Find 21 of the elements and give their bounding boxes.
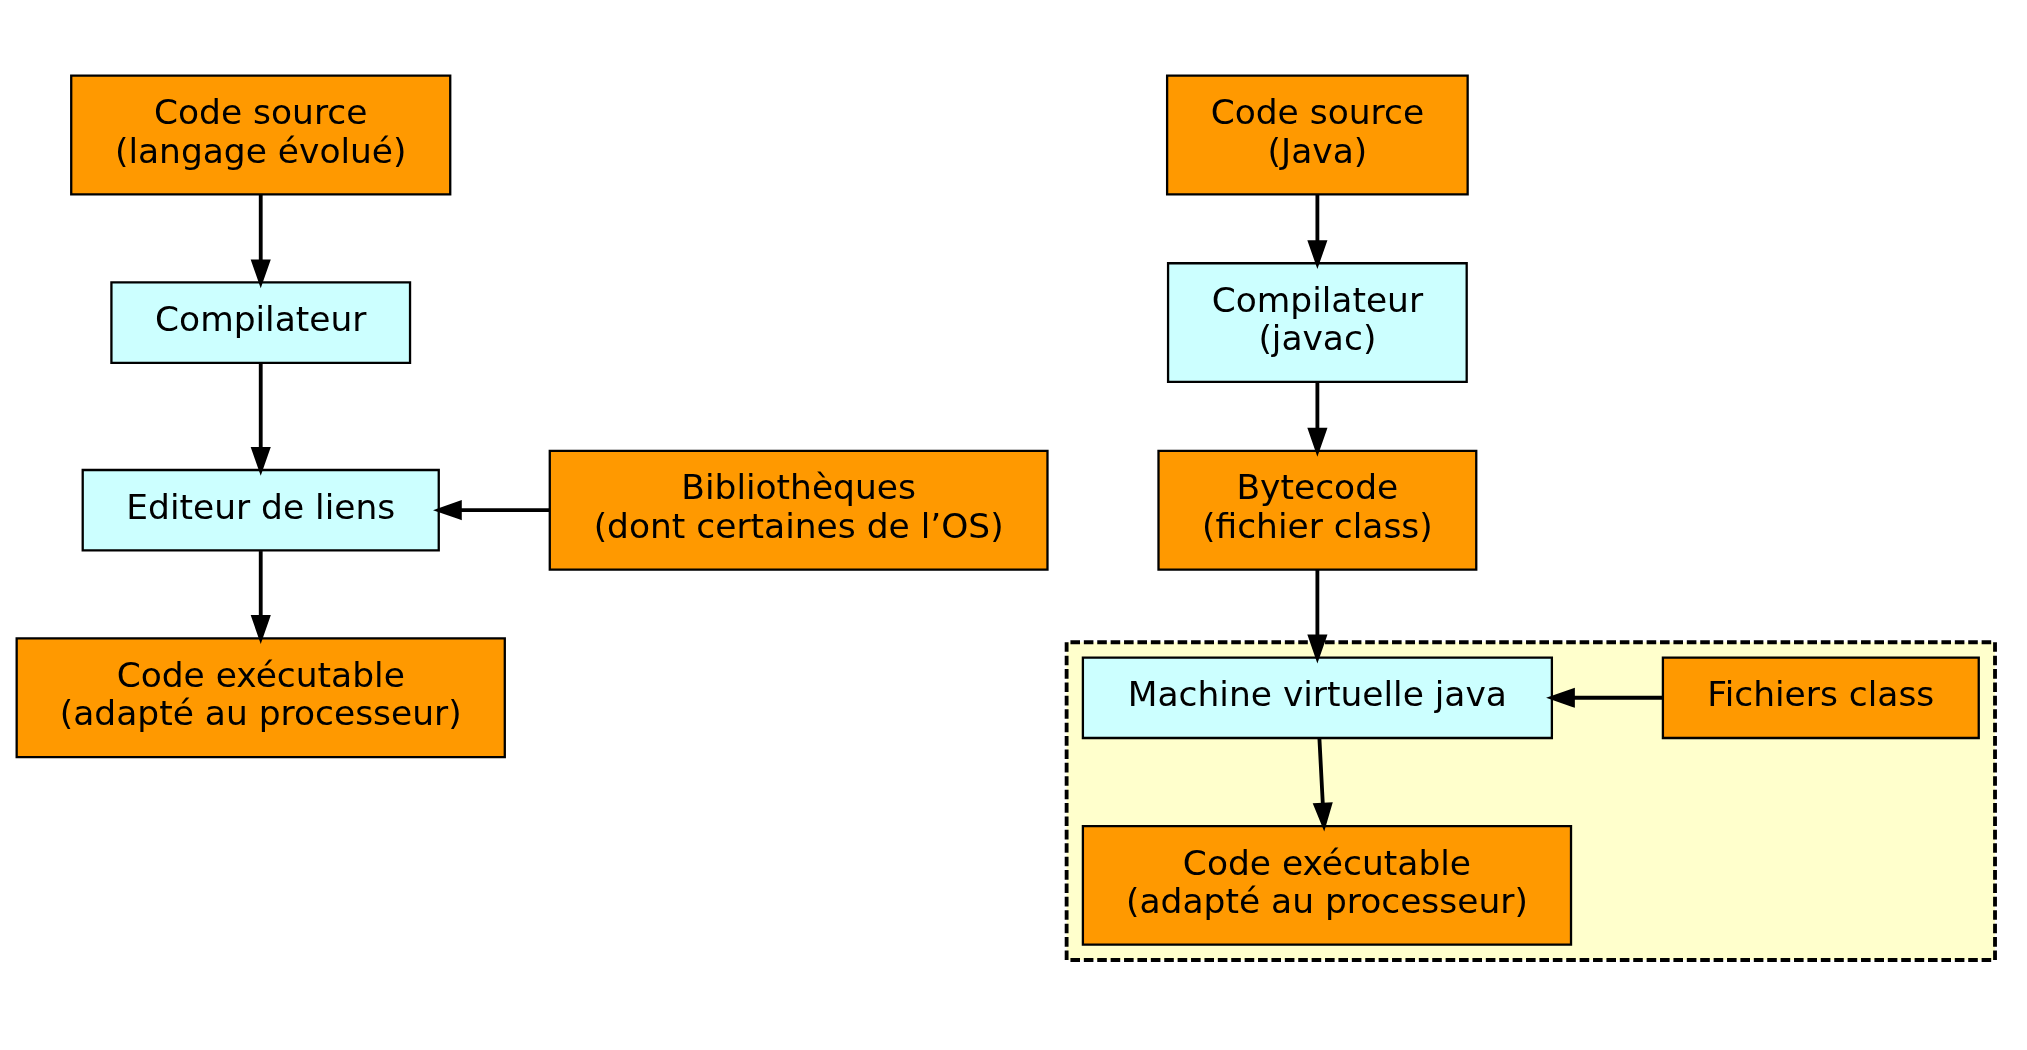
arrow <box>1307 569 1328 663</box>
node-box: Code exécutable (adapté au processeur) <box>15 636 506 758</box>
node-box: Bibliothèques (dont certaines de l’OS) <box>548 449 1049 571</box>
node-box: Code exécutable (adapté au processeur) <box>1081 824 1573 946</box>
node-box: Compilateur <box>110 280 412 364</box>
arrow <box>1307 381 1328 457</box>
node-box: Bytecode (fichier class) <box>1157 449 1478 571</box>
arrow <box>250 194 271 288</box>
arrow <box>1307 194 1328 269</box>
node-box: Code source (Java) <box>1165 74 1469 195</box>
arrow <box>250 363 271 476</box>
node-box: Machine virtuelle java <box>1081 655 1554 739</box>
arrow <box>1546 687 1663 708</box>
arrow <box>250 550 271 644</box>
node-box: Code source (langage évolué) <box>70 74 452 195</box>
cluster <box>1064 639 1997 962</box>
arrow <box>433 499 550 520</box>
node-box: Compilateur (javac) <box>1166 261 1468 383</box>
node-box: Editeur de liens <box>81 468 440 552</box>
arrow <box>1312 738 1333 831</box>
node-box: Fichiers class <box>1661 655 1980 739</box>
